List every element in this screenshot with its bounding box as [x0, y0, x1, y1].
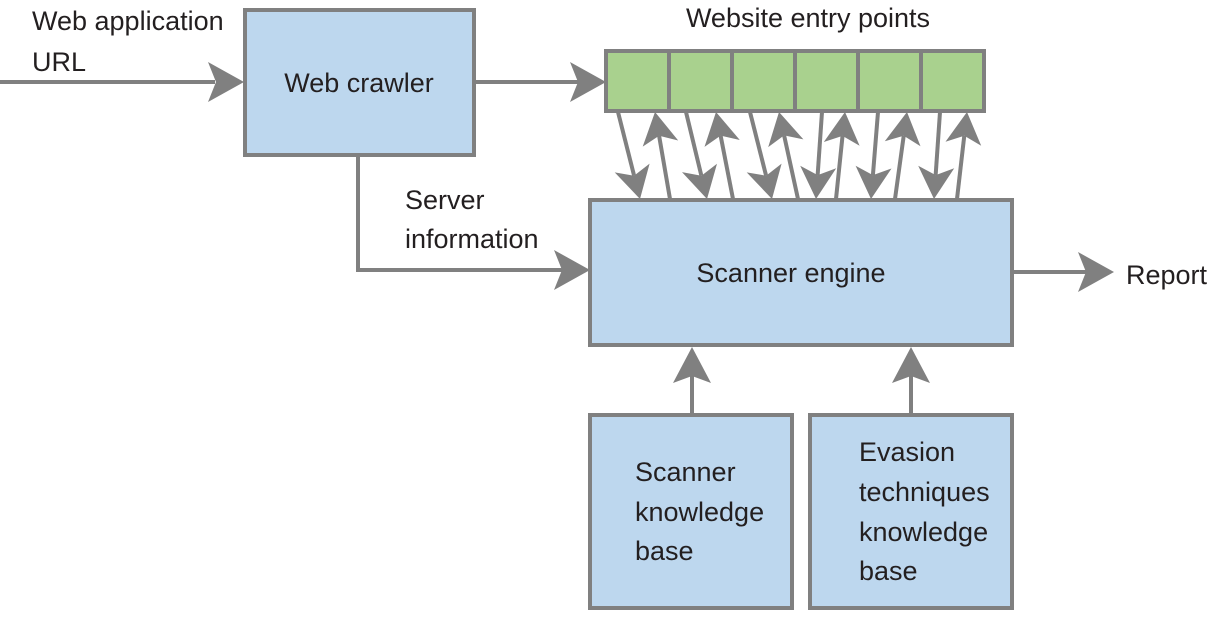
- scanner-engine-node: Scanner engine: [588, 198, 1014, 347]
- entry-point-cell: [730, 49, 797, 113]
- entry-points-title: Website entry points: [686, 3, 930, 33]
- input-label-line2: URL: [32, 47, 86, 77]
- evasion-kb-line1: Evasion: [859, 437, 955, 467]
- evasion-kb-line3: knowledge: [859, 517, 988, 547]
- evasion-kb-line4: base: [859, 556, 918, 586]
- scanner-engine-label: Scanner engine: [696, 258, 885, 288]
- web-crawler-node: Web crawler: [243, 8, 476, 157]
- scanner-kb-line1: Scanner: [635, 457, 736, 487]
- server-info-label-line1: Server: [405, 185, 485, 215]
- web-crawler-label: Web crawler: [284, 68, 434, 98]
- request-arrow-down: [800, 111, 837, 199]
- crawler-to-entry-arrow: [474, 62, 606, 102]
- evasion-kb-arrow: [892, 347, 930, 415]
- request-arrow-down: [614, 111, 650, 199]
- response-arrow-up: [945, 112, 982, 200]
- response-arrow-up: [823, 112, 860, 200]
- server-info-label-line2: information: [405, 224, 539, 254]
- scanner-kb-arrow: [673, 347, 711, 415]
- response-arrow-up: [642, 112, 679, 200]
- request-arrow-down: [682, 111, 717, 199]
- response-arrow-up: [884, 112, 921, 200]
- input-arrow: [0, 62, 244, 102]
- scanner-kb-node: Scanner knowledge base: [588, 413, 794, 610]
- entry-point-cell: [856, 49, 923, 113]
- scanner-kb-line3: base: [635, 536, 694, 566]
- request-arrow-down: [918, 111, 955, 199]
- input-label-line1: Web application: [32, 6, 224, 36]
- request-arrow-down: [855, 111, 892, 199]
- response-arrow-up: [704, 112, 740, 200]
- entry-point-cell: [793, 49, 860, 113]
- server-info-arrow: [356, 155, 590, 290]
- evasion-kb-node: Evasion techniques knowledge base: [808, 413, 1014, 610]
- report-arrow: [1012, 252, 1114, 292]
- entry-points-row: [604, 49, 986, 113]
- scanner-kb-line2: knowledge: [635, 497, 764, 527]
- entry-point-cell: [604, 49, 671, 113]
- report-label: Report: [1126, 260, 1207, 290]
- evasion-kb-line2: techniques: [859, 477, 990, 507]
- entry-point-cell: [919, 49, 986, 113]
- entry-engine-arrows: [614, 111, 982, 200]
- entry-point-cell: [667, 49, 734, 113]
- response-arrow-up: [768, 112, 804, 200]
- request-arrow-down: [746, 111, 782, 199]
